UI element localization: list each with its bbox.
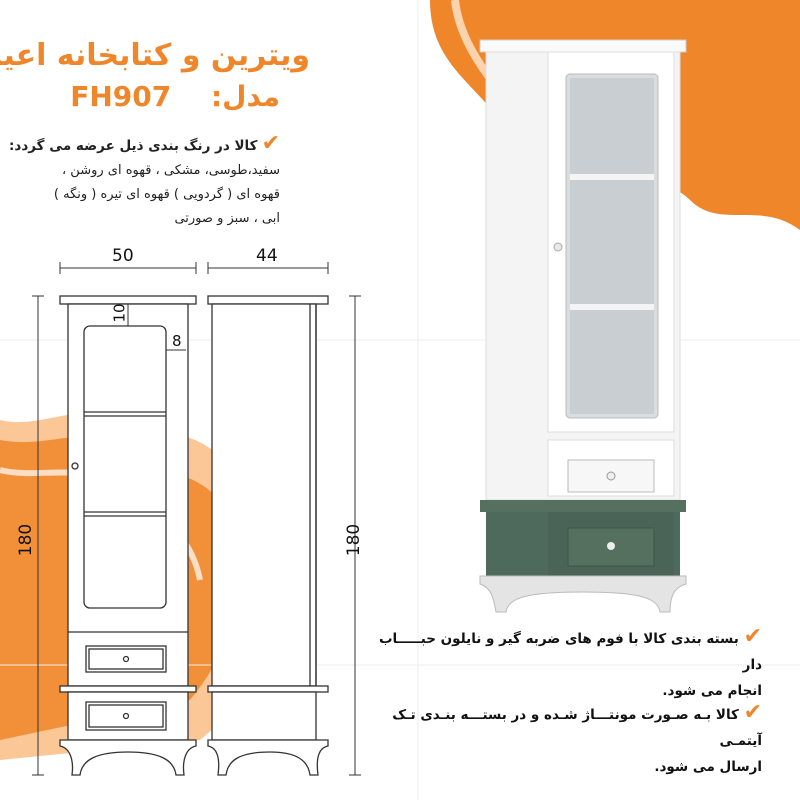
height-dimension-front: 180: [16, 523, 37, 557]
side-gap-dimension: 8: [172, 332, 182, 350]
colors-line: سفید،طوسی، مشکی ، قهوه ای روشن ،: [61, 163, 280, 178]
assembly-note: ✔ کالا بـه صـورت مونتـــاژ شـده و در بست…: [362, 700, 762, 780]
model-line: مدل: FH907: [70, 80, 280, 113]
product-image: [479, 39, 687, 613]
note-text: انجام می شود.: [662, 683, 762, 699]
front-drawing: [59, 295, 197, 776]
note-text: ارسال می شود.: [654, 759, 762, 775]
packaging-note: ✔ بسته بندی کالا با فوم های ضربه گیر و ن…: [362, 624, 762, 704]
colors-line: قهوه ای ( گردویی ) قهوه ای تیره ( ونگه ): [53, 187, 280, 202]
product-title: ویترین و کتابخانه اعیان: [0, 38, 310, 73]
check-icon: ✔: [261, 131, 280, 156]
check-icon: ✔: [743, 624, 762, 649]
side-drawing: [207, 295, 329, 776]
depth-dimension: 44: [256, 246, 278, 266]
colors-line: ابی ، سبز و صورتی: [174, 211, 280, 226]
height-dimension-side: 180: [344, 523, 365, 557]
model-code: FH907: [70, 80, 172, 113]
note-text: بسته بندی کالا با فوم های ضربه گیر و نای…: [378, 631, 762, 673]
note-text: کالا بـه صـورت مونتـــاژ شـده و در بستــ…: [392, 707, 762, 749]
colors-heading: کالا در رنگ بندی ذیل عرضه می گردد:: [9, 138, 258, 154]
top-gap-dimension: 10: [110, 303, 129, 323]
colors-section: ✔ کالا در رنگ بندی ذیل عرضه می گردد: سفی…: [0, 132, 280, 231]
dimension-lines: [32, 262, 361, 776]
model-label: مدل:: [210, 80, 280, 113]
width-dimension: 50: [112, 246, 134, 266]
check-icon: ✔: [743, 700, 762, 725]
